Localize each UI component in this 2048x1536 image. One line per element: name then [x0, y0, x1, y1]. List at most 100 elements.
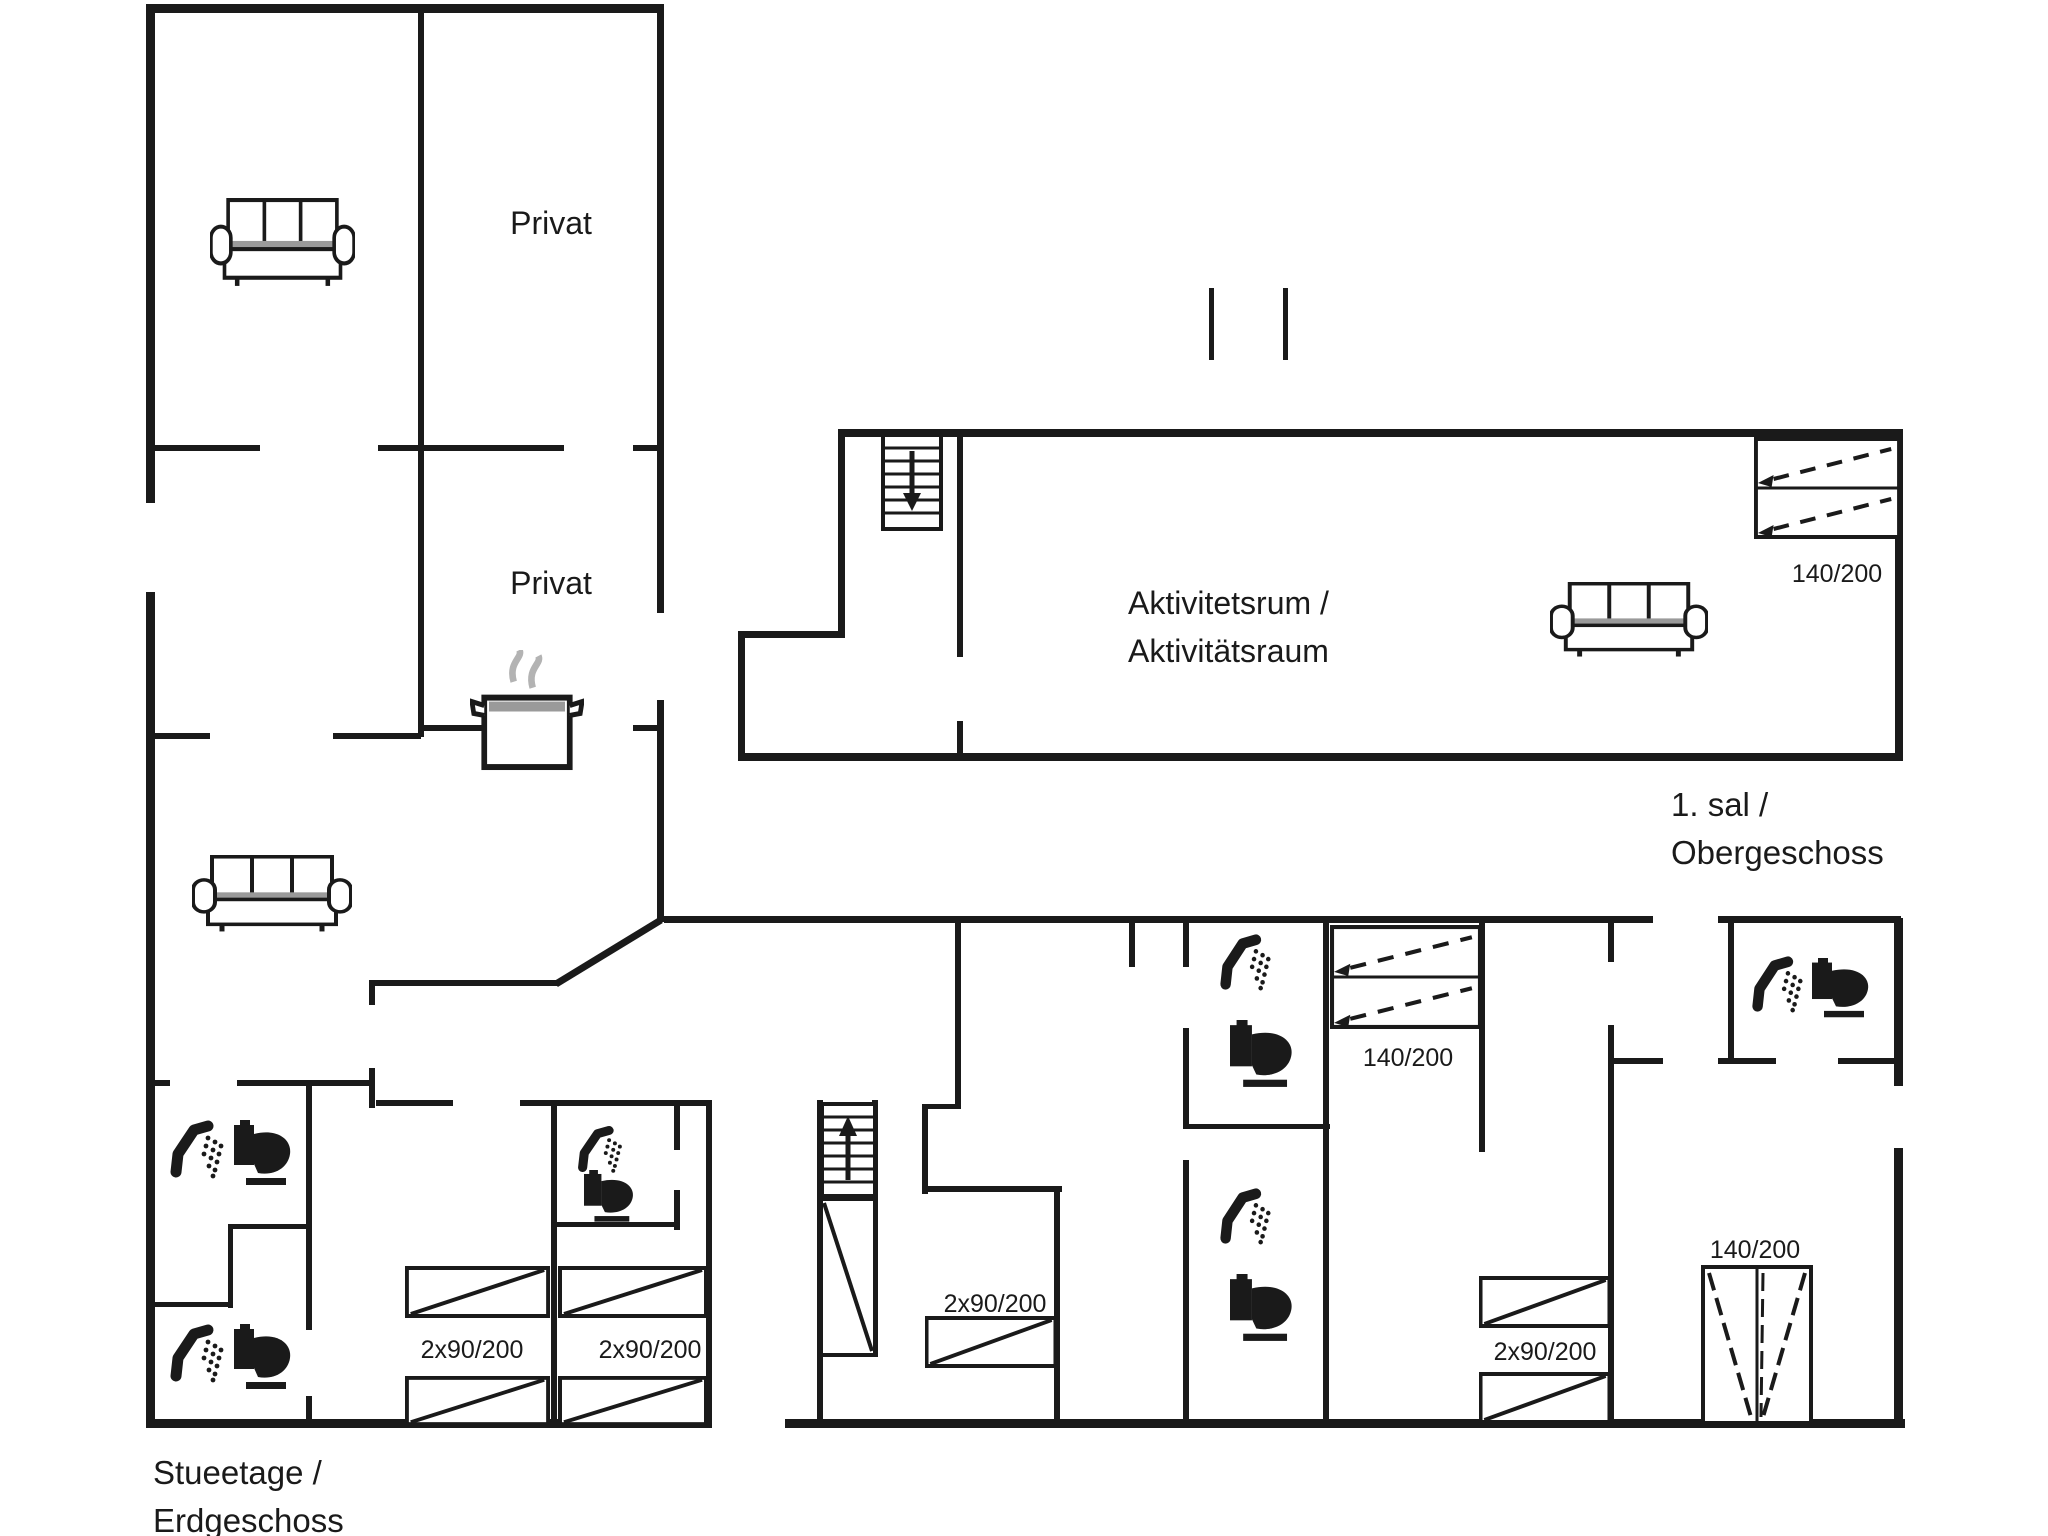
wall-unitD-left-b [1608, 1025, 1614, 1424]
walls-ground-floor [146, 4, 1905, 1428]
bed-label-stairs-unit: 2x90/200 [944, 1290, 1047, 1318]
shower-icon-bath-west-2 [176, 1330, 223, 1382]
floor-label-upper-line2: Obergeschoss [1671, 834, 1884, 871]
wall-corridor-top-b [1718, 916, 1901, 923]
bed-label-unitC-twin: 2x90/200 [1494, 1338, 1597, 1366]
sofa-icon-activity-room [1551, 584, 1707, 657]
steaming-pot-icon-kitchen [472, 650, 582, 767]
wall-kitchen-a [150, 733, 210, 739]
wall-upper-stairwell-a [957, 429, 963, 657]
wall-privat-left [418, 8, 424, 737]
wall-upper-top [838, 429, 1903, 437]
wall-stairsroom-top [922, 1186, 1062, 1192]
wall-upper-left [838, 429, 845, 638]
wall-unitD-left-a [1608, 922, 1614, 962]
bed-label-bedroom1: 2x90/200 [421, 1336, 524, 1364]
wall-upper-bottom [738, 753, 1903, 761]
wall-corridor-diagonal [554, 917, 663, 987]
shower-icon-bath-middle [583, 1130, 622, 1172]
wall-right-of-left-building-b [657, 700, 664, 922]
bed-unitC-twin-bottom [1479, 1372, 1611, 1424]
wall-bedrooms-top-b [520, 1100, 712, 1106]
shower-icon-bath-west-1 [176, 1126, 223, 1178]
wall-bath-right-a [306, 1084, 312, 1330]
bed-unitD-double [1701, 1265, 1813, 1425]
wall-divider1-c [424, 445, 564, 451]
toilet-icon-bath-middle [584, 1170, 633, 1222]
wall-outer-left-upper [146, 4, 155, 503]
shower-icon-unitD-bath [1758, 962, 1803, 1013]
wall-hall-left-b [369, 1068, 375, 1108]
toilet-icon-bath-west-1 [234, 1120, 291, 1185]
room-label-activity-line1: Aktivitetsrum / [1128, 585, 1329, 621]
wall-unitC-stub [1129, 922, 1135, 967]
wall-corridor-top-a [664, 916, 1653, 923]
wall-unitC-bath-left-b [1183, 1028, 1189, 1128]
wall-midbath-right-a [674, 1100, 680, 1150]
bed-unitC-twin-top [1479, 1276, 1611, 1328]
walls-upper-floor [738, 429, 1903, 761]
wall-bath-top-a [150, 1080, 170, 1086]
sofa-icon-living-room [211, 200, 354, 286]
wall-outer-right-b [1894, 1148, 1903, 1428]
wall-kitchen-b [333, 733, 421, 739]
wall-unitD-bath-left [1728, 921, 1734, 1063]
wall-outer-bottom-b [785, 1419, 1905, 1428]
chimney-tick-marks [1209, 288, 1288, 360]
bed-bedroom1-bottom [405, 1376, 550, 1426]
room-label-privat-2: Privat [510, 565, 592, 601]
bed-unitC-double [1332, 927, 1480, 1027]
wall-upper-right [1895, 429, 1903, 761]
floor-label-ground-line2: Erdgeschoss [153, 1502, 344, 1536]
wall-bath-right-b [306, 1396, 312, 1424]
wall-bedroom2-right [706, 1100, 712, 1424]
stairs-up-icon-ground-floor [822, 1104, 875, 1196]
wall-jog-b [922, 1104, 961, 1109]
wall-bath-top-b [237, 1080, 370, 1086]
bed-upper-floor-double [1754, 437, 1901, 539]
tick-mark-left [1209, 288, 1214, 360]
bed-stairs-unit-horizontal [925, 1316, 1057, 1368]
toilet-icon-unitD-bath [1812, 958, 1869, 1018]
wall-divider1-a [155, 445, 260, 451]
toilet-icon-unitC-bath1 [1230, 1020, 1292, 1087]
bed-stairs-unit-vertical [819, 1197, 877, 1357]
wall-unitC-bath-left-c [1183, 1160, 1189, 1424]
wall-hall-top [373, 980, 558, 986]
wall-unitC-bath-left-a [1183, 922, 1189, 967]
wall-upper-notch-h [738, 631, 843, 638]
wall-unitC-bath-right [1323, 922, 1329, 1424]
tick-mark-right [1283, 288, 1288, 360]
bed-label-unitC-double: 140/200 [1363, 1044, 1453, 1072]
wall-unitD-hall-bottom [1608, 1058, 1663, 1064]
wall-divider1-b [378, 445, 418, 451]
wall-unitD-bath-bottom-b [1838, 1058, 1898, 1064]
wall-bath-divider-c [150, 1302, 230, 1307]
toilet-icon-unitC-bath2 [1230, 1274, 1292, 1341]
wall-jog-a [955, 922, 961, 1107]
bed-label-upper-double: 140/200 [1792, 560, 1882, 588]
wall-divider2-b [633, 725, 664, 731]
wall-upper-notch-v [738, 631, 745, 760]
wall-bath-divider-b [228, 1224, 233, 1308]
shower-icon-unitC-bath1 [1226, 940, 1271, 991]
wall-upper-stairwell-b [957, 721, 963, 760]
wall-bath-divider-a [232, 1224, 308, 1229]
wall-bedrooms-top-a [376, 1100, 453, 1106]
bed-label-bedroom2: 2x90/200 [599, 1336, 702, 1364]
shower-icon-unitC-bath2 [1226, 1194, 1271, 1245]
wall-unitC-bath-divider [1183, 1124, 1330, 1129]
wall-divider1-d [633, 445, 664, 451]
floor-label-upper-line1: 1. sal / [1671, 786, 1769, 823]
wall-outer-left-lower [146, 592, 155, 1428]
stairs-down-icon-upper-floor [883, 435, 941, 529]
wall-stairsroom-right [1054, 1186, 1060, 1424]
bed-bedroom1-top [405, 1266, 550, 1318]
bed-bedroom2-top [558, 1266, 708, 1318]
wall-outer-top [146, 4, 664, 13]
wall-jog-c [922, 1104, 928, 1194]
room-label-activity-line2: Aktivitätsraum [1128, 633, 1329, 669]
wall-unitC-bednook [1479, 922, 1485, 1152]
